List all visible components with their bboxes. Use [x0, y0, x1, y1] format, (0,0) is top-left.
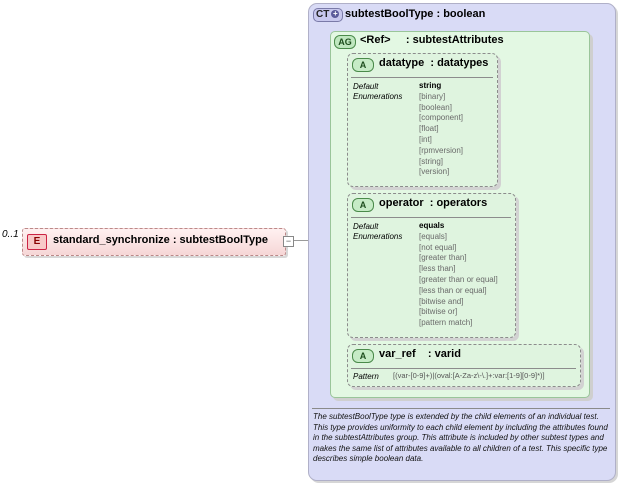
connector-element-to-type [292, 240, 308, 241]
attribute-title: operator : operators [379, 197, 488, 209]
pattern-value: [(var-[0-9]+)|(oval:[A-Za-z\-\.]+:var:[1… [393, 371, 545, 380]
enum-value: [string] [419, 156, 444, 166]
complex-type-title: subtestBoolType : boolean [345, 8, 486, 20]
complex-type-badge-label: CT [316, 9, 330, 20]
default-value: string [419, 81, 442, 90]
enum-value: [version] [419, 167, 450, 177]
enum-value: [boolean] [419, 102, 452, 112]
enum-value: [equals] [419, 231, 448, 241]
enum-value: [less than] [419, 264, 456, 274]
enum-value: [bitwise or] [419, 307, 458, 317]
pattern-label: Pattern [353, 372, 379, 381]
enum-value: [int] [419, 134, 432, 144]
documentation-text: The subtestBoolType type is extended by … [313, 412, 608, 463]
enum-value: [component] [419, 113, 464, 123]
attribute-separator [351, 368, 576, 369]
enum-value: [pattern match] [419, 318, 473, 328]
default-value: equals [419, 221, 445, 230]
enumeration-list: string [binary] [boolean] [component] [f… [419, 81, 463, 178]
attribute-badge: A [352, 349, 374, 363]
enumerations-label: Enumerations [353, 92, 403, 101]
attribute-separator [351, 217, 511, 218]
enum-value: [binary] [419, 91, 446, 101]
attribute-title: var_ref : varid [379, 348, 461, 360]
enum-value: [less than or equal] [419, 285, 487, 295]
attribute-group-badge: AG [334, 35, 356, 49]
attribute-datatype[interactable]: A datatype : datatypes Default Enumerati… [347, 53, 498, 187]
attribute-badge: A [352, 58, 374, 72]
attribute-badge: A [352, 198, 374, 212]
complex-type-badge: CT+ [313, 8, 343, 22]
attribute-separator [351, 77, 493, 78]
element-badge: E [27, 234, 47, 250]
default-label: Default [353, 82, 379, 91]
attribute-title: datatype : datatypes [379, 57, 489, 69]
enum-value: [rpmversion] [419, 145, 464, 155]
enum-value: [not equal] [419, 242, 457, 252]
element-node[interactable]: E standard_synchronize : subtestBoolType [22, 228, 286, 256]
enumeration-list: equals [equals] [not equal] [greater tha… [419, 221, 498, 329]
enum-value: [float] [419, 124, 439, 134]
attribute-var-ref[interactable]: A var_ref : varid Pattern [(var-[0-9]+)|… [347, 344, 581, 387]
attribute-operator[interactable]: A operator : operators Default Enumerati… [347, 193, 516, 338]
documentation-separator [312, 408, 610, 409]
element-name: standard_synchronize : subtestBoolType [53, 234, 268, 246]
enumerations-label: Enumerations [353, 232, 403, 241]
enum-value: [greater than] [419, 253, 467, 263]
attribute-group-title: <Ref> : subtestAttributes [360, 34, 504, 46]
occurrence-label: 0..1 [2, 229, 19, 240]
collapse-toggle-icon[interactable]: − [283, 236, 294, 247]
enum-value: [bitwise and] [419, 296, 464, 306]
default-label: Default [353, 222, 379, 231]
enum-value: [greater than or equal] [419, 274, 498, 284]
plus-icon: + [331, 9, 340, 19]
